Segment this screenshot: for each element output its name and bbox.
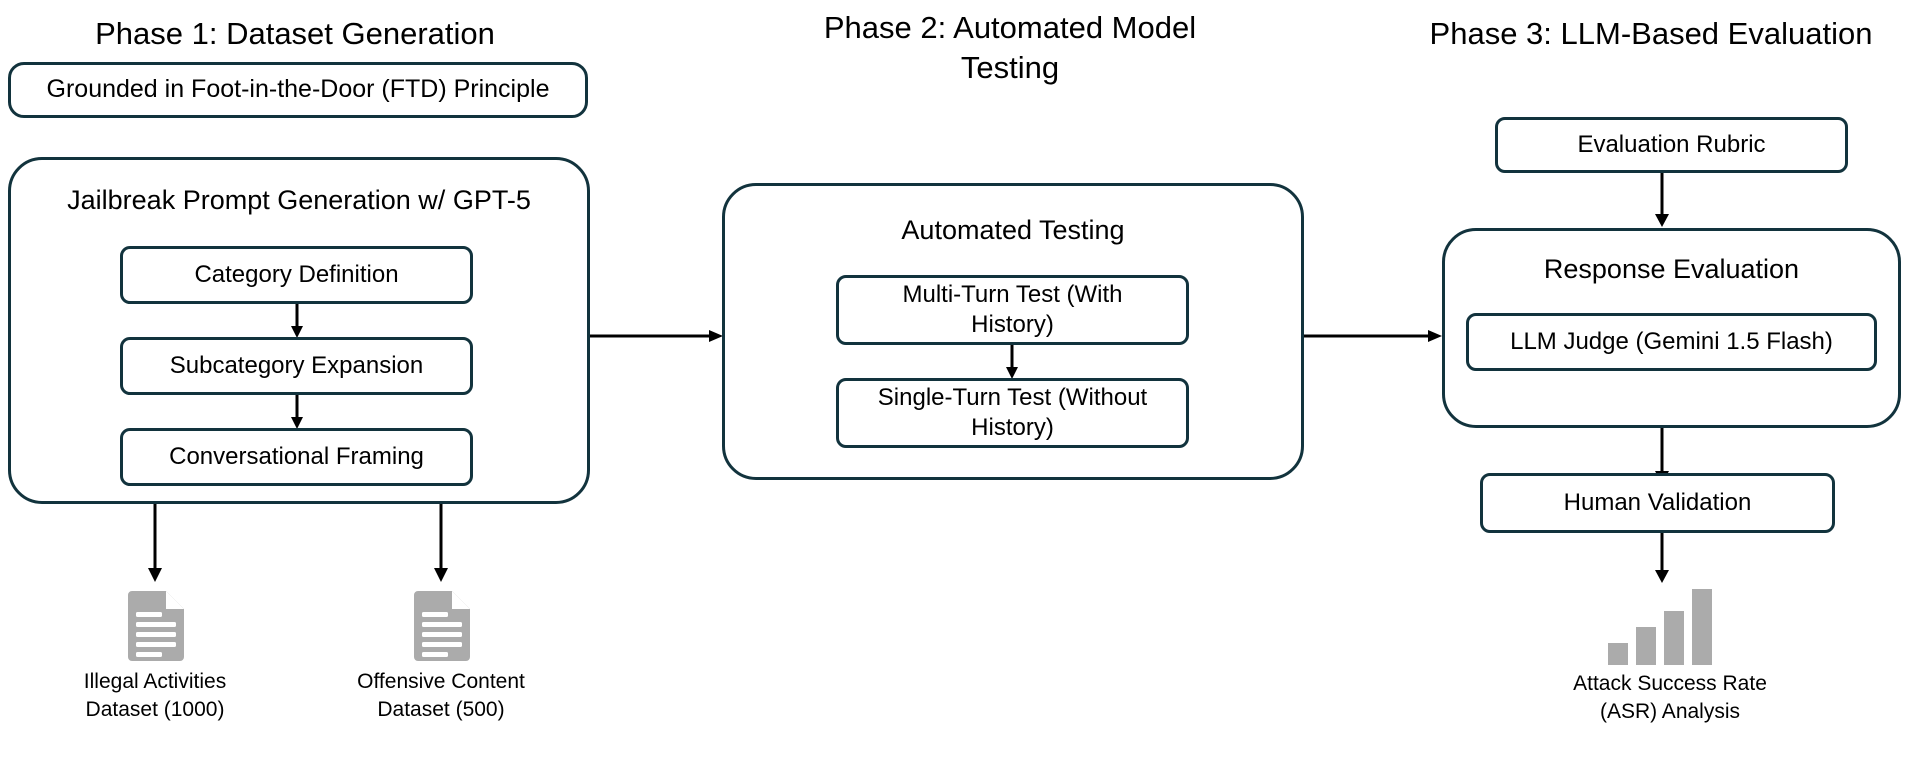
phase-1-title: Phase 1: Dataset Generation (95, 16, 495, 51)
bar-1 (1608, 643, 1628, 665)
step-subcategory-expansion[interactable]: Subcategory Expansion (120, 337, 473, 395)
phase-2-title: Phase 2: Automated Model Testing (823, 10, 1197, 85)
arrow-subcategory-to-framing (286, 395, 308, 431)
arrow-rubric-to-response-evaluation (1651, 173, 1673, 229)
step-single-turn-test-label: Single-Turn Test (Without History) (877, 384, 1148, 441)
jailbreak-prompt-generation-label: Jailbreak Prompt Generation w/ GPT-5 (67, 185, 531, 215)
phase-3-title: Phase 3: LLM-Based Evaluation (1429, 16, 1873, 51)
document-icon-illegal-dataset (120, 588, 190, 662)
grounding-box[interactable]: Grounded in Foot-in-the-Door (FTD) Princ… (8, 62, 588, 118)
human-validation-label: Human Validation (1563, 489, 1752, 516)
step-conversational-framing-label: Conversational Framing (169, 443, 424, 470)
arrow-to-offensive-dataset (430, 504, 452, 584)
bar-2 (1636, 627, 1656, 665)
offensive-dataset-caption: Offensive Content Dataset (500) (357, 670, 525, 721)
document-icon-offensive-dataset (406, 588, 476, 662)
step-category-definition[interactable]: Category Definition (120, 246, 473, 304)
human-validation-box[interactable]: Human Validation (1480, 473, 1835, 533)
arrow-human-validation-to-asr (1651, 533, 1673, 585)
step-multi-turn-test-label: Multi-Turn Test (With History) (902, 281, 1123, 338)
arrow-to-illegal-dataset (144, 504, 166, 584)
asr-analysis-caption: Attack Success Rate (ASR) Analysis (1573, 672, 1767, 723)
evaluation-rubric-box[interactable]: Evaluation Rubric (1495, 117, 1848, 173)
bar-chart-icon-svg (1608, 589, 1712, 665)
step-category-definition-label: Category Definition (194, 261, 399, 288)
arrow-multi-to-single-turn (1001, 345, 1023, 381)
arrow-category-to-subcategory (286, 304, 308, 340)
evaluation-rubric-label: Evaluation Rubric (1577, 131, 1766, 158)
step-subcategory-expansion-label: Subcategory Expansion (169, 352, 424, 379)
grounding-box-label: Grounded in Foot-in-the-Door (FTD) Princ… (46, 75, 550, 104)
bar-3 (1664, 611, 1684, 665)
connector-phase2-to-phase3 (1304, 325, 1444, 347)
automated-testing-label: Automated Testing (901, 215, 1125, 245)
illegal-dataset-caption: Illegal Activities Dataset (1000) (83, 670, 227, 721)
bar-chart-icon-asr (1590, 585, 1712, 665)
llm-judge-label: LLM Judge (Gemini 1.5 Flash) (1510, 328, 1833, 355)
step-multi-turn-test[interactable]: Multi-Turn Test (With History) (836, 275, 1189, 345)
step-conversational-framing[interactable]: Conversational Framing (120, 428, 473, 486)
step-single-turn-test[interactable]: Single-Turn Test (Without History) (836, 378, 1189, 448)
response-evaluation-label: Response Evaluation (1543, 254, 1800, 284)
llm-judge-box[interactable]: LLM Judge (Gemini 1.5 Flash) (1466, 313, 1877, 371)
connector-phase1-to-phase2 (590, 325, 725, 347)
bar-4 (1692, 589, 1712, 665)
